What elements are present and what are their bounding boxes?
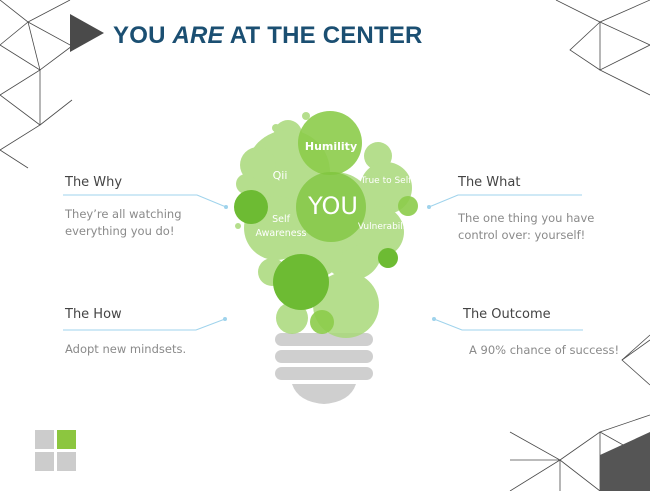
what-text-line-2: control over: yourself!: [458, 228, 586, 242]
what-connector: [428, 194, 582, 208]
what-heading: The What: [458, 175, 521, 190]
outcome-text-line-1: A 90% chance of success!: [469, 343, 620, 357]
bulb-socket: [275, 333, 373, 404]
why-connector: [63, 194, 227, 208]
title-emphasis: ARE: [172, 22, 224, 49]
how-heading: The How: [65, 307, 122, 322]
bubble-center-you: YOU: [308, 192, 358, 220]
bubble-humility: Humility: [304, 140, 358, 153]
bubble-true-to-self: True to Self: [360, 176, 412, 186]
title-part-1: YOU: [113, 22, 173, 49]
bubble-vulnerability: Vulnerability: [357, 222, 415, 232]
how-connector: [63, 318, 226, 331]
page-title: YOU ARE AT THE CENTER: [113, 22, 423, 50]
why-text-line-1: They’re all watching: [65, 207, 182, 221]
why-heading: The Why: [65, 175, 123, 190]
why-text-line-2: everything you do!: [65, 224, 175, 238]
title-part-2: AT THE CENTER: [223, 22, 423, 49]
outcome-connector: [433, 318, 583, 331]
brand-logo: [35, 430, 77, 472]
bubble-self-awareness: Self Awareness: [255, 214, 307, 239]
how-text-line-1: Adopt new mindsets.: [65, 342, 187, 356]
what-text-line-1: The one thing you have: [458, 211, 595, 225]
outcome-heading: The Outcome: [463, 307, 551, 322]
bubble-qii: Qii: [272, 169, 288, 182]
